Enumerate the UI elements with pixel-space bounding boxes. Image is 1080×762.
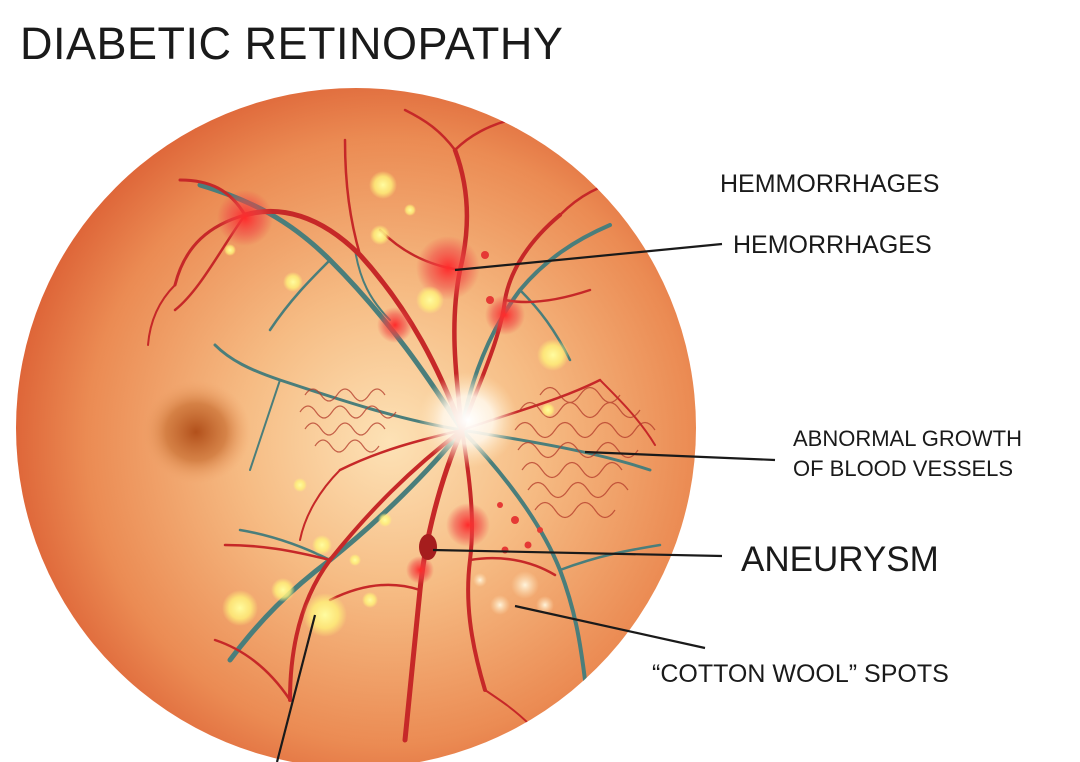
label-hemmorrhages: HEMMORRHAGES	[720, 170, 940, 198]
label-hemorrhages: HEMORRHAGES	[733, 231, 932, 259]
leader-lines	[275, 242, 776, 762]
leader-line-abnormal-growth	[584, 450, 776, 462]
leader-line-exudates	[275, 614, 317, 762]
leader-line-hemorrhages	[454, 242, 723, 272]
label-abnormal-growth-line2: OF BLOOD VESSELS	[793, 456, 1014, 481]
exudate-spots	[222, 171, 569, 637]
macula	[141, 380, 251, 484]
abnormal-vessel-growth	[299, 386, 656, 519]
hemorrhage-spots	[217, 190, 543, 584]
cotton-wool-spots	[473, 571, 554, 615]
aneurysm-bulge	[419, 534, 437, 560]
optic-disc	[418, 372, 518, 468]
leader-line-cotton-wool	[514, 604, 706, 650]
label-abnormal-growth-line1: ABNORMAL GROWTH	[793, 426, 1022, 451]
label-cotton-wool-spots: “COTTON WOOL” SPOTS	[652, 660, 949, 688]
leader-line-aneurysm	[432, 548, 723, 558]
label-aneurysm: ANEURYSM	[741, 540, 939, 579]
diagram-title: DIABETIC RETINOPATHY	[20, 18, 564, 69]
